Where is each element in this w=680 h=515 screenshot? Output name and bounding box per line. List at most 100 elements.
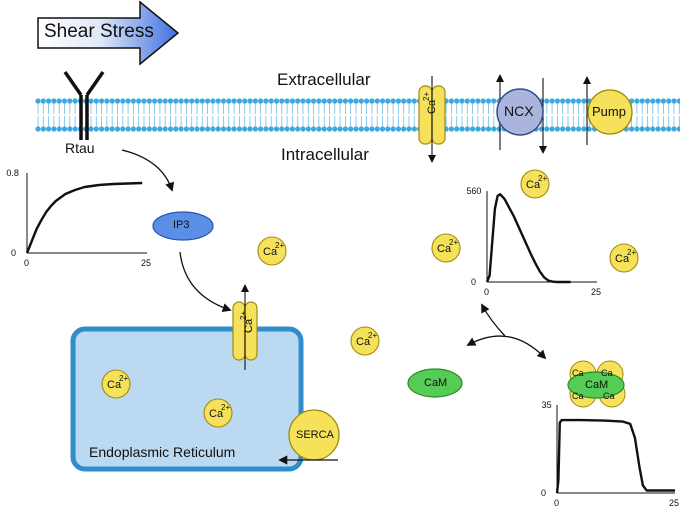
calcium-ion: Ca2+ bbox=[520, 169, 550, 199]
lipid-head bbox=[146, 126, 152, 132]
lipid-head bbox=[61, 126, 68, 132]
lipid-head bbox=[644, 126, 651, 132]
complex-ca-label: Ca bbox=[572, 391, 584, 401]
lipid-head bbox=[109, 98, 115, 104]
lipid-head bbox=[268, 126, 274, 132]
lipid-head bbox=[660, 126, 667, 132]
lipid-head bbox=[141, 126, 147, 132]
lipid-head bbox=[369, 98, 375, 104]
lipid-head bbox=[358, 98, 364, 104]
data-curve bbox=[555, 418, 675, 494]
ca-charge: 2+ bbox=[119, 374, 128, 383]
lipid-head bbox=[586, 126, 592, 132]
lipid-head bbox=[491, 98, 497, 104]
ca-charge: 2+ bbox=[449, 238, 458, 247]
lipid-head bbox=[374, 126, 380, 132]
lipid-head bbox=[93, 98, 99, 104]
lipid-head bbox=[316, 126, 322, 132]
lipid-head bbox=[141, 98, 147, 104]
y-tick-label: 560 bbox=[466, 186, 481, 196]
lipid-head bbox=[189, 126, 195, 132]
complex-ca-label: Ca bbox=[603, 391, 615, 401]
lipid-head bbox=[220, 126, 227, 132]
lipid-head bbox=[136, 98, 142, 104]
cam-calcium-complex bbox=[567, 360, 626, 408]
calcium-ion: Ca2+ bbox=[101, 369, 131, 399]
lipid-head bbox=[125, 126, 131, 132]
cell-membrane bbox=[35, 98, 680, 132]
rtau-receptor bbox=[63, 71, 105, 140]
calcium-ion: Ca2+ bbox=[431, 233, 461, 263]
lipid-head bbox=[210, 98, 216, 104]
lipid-head bbox=[104, 126, 110, 132]
lipid-head bbox=[560, 126, 566, 132]
ca-text: Ca bbox=[526, 179, 541, 191]
lipid-head bbox=[554, 98, 561, 104]
lipid-head bbox=[470, 98, 476, 104]
lipid-head bbox=[475, 98, 481, 104]
lipid-head bbox=[173, 98, 179, 104]
lipid-head bbox=[666, 126, 672, 132]
lipid-head bbox=[671, 126, 677, 132]
lipid-head bbox=[284, 98, 290, 104]
ca-charge: 2+ bbox=[538, 174, 547, 183]
lipid-head bbox=[231, 98, 237, 104]
calcium-chart-link-arrow bbox=[481, 303, 506, 337]
lipid-head bbox=[295, 98, 301, 104]
lipid-head bbox=[40, 98, 46, 104]
lipid-head bbox=[67, 98, 73, 104]
ncx-label: NCX bbox=[504, 103, 534, 119]
lipid-head bbox=[178, 126, 184, 132]
intracellular-label: Intracellular bbox=[281, 145, 369, 164]
lipid-head bbox=[183, 126, 189, 132]
lipid-head bbox=[655, 98, 661, 104]
lipid-head bbox=[385, 126, 391, 132]
lipid-head bbox=[379, 126, 386, 132]
lipid-head bbox=[167, 126, 174, 132]
lipid-head bbox=[544, 98, 550, 104]
lipid-head bbox=[660, 98, 667, 104]
lipid-head bbox=[157, 126, 163, 132]
lipid-head bbox=[199, 126, 205, 132]
lipid-head bbox=[289, 126, 295, 132]
lipid-head bbox=[480, 126, 486, 132]
ca-charge: 2+ bbox=[627, 248, 636, 257]
lipid-head bbox=[99, 126, 105, 132]
lipid-head bbox=[284, 126, 290, 132]
lipid-head bbox=[565, 126, 571, 132]
lipid-head bbox=[448, 126, 454, 132]
lipid-head bbox=[464, 98, 470, 104]
lipid-head bbox=[178, 98, 184, 104]
lipid-head bbox=[650, 98, 656, 104]
lipid-head bbox=[40, 126, 46, 132]
lipid-head bbox=[379, 98, 386, 104]
lipid-head bbox=[332, 98, 338, 104]
pump-label: Pump bbox=[592, 104, 626, 119]
lipid-head bbox=[104, 98, 110, 104]
lipid-head bbox=[644, 98, 651, 104]
lipid-head bbox=[554, 126, 561, 132]
lipid-head bbox=[35, 126, 41, 132]
lipid-head bbox=[51, 126, 57, 132]
ca-text: Ca bbox=[209, 408, 224, 420]
lipid-head bbox=[470, 126, 476, 132]
calcium-to-cam-arrow bbox=[466, 335, 547, 360]
lipid-head bbox=[326, 126, 333, 132]
membrane-calcium-channel bbox=[418, 76, 446, 163]
lipid-head bbox=[570, 98, 576, 104]
lipid-head bbox=[411, 98, 417, 104]
lipid-head bbox=[406, 126, 412, 132]
lipid-head bbox=[120, 126, 126, 132]
lipid-head bbox=[72, 126, 78, 132]
lipid-head bbox=[72, 98, 78, 104]
lipid-head bbox=[348, 98, 354, 104]
lipid-head bbox=[236, 126, 242, 132]
lipid-head bbox=[321, 98, 327, 104]
ca-text: Ca bbox=[263, 246, 278, 258]
calcium-pump bbox=[583, 76, 633, 145]
ip3-molecule bbox=[152, 211, 214, 241]
lipid-head bbox=[263, 98, 269, 104]
